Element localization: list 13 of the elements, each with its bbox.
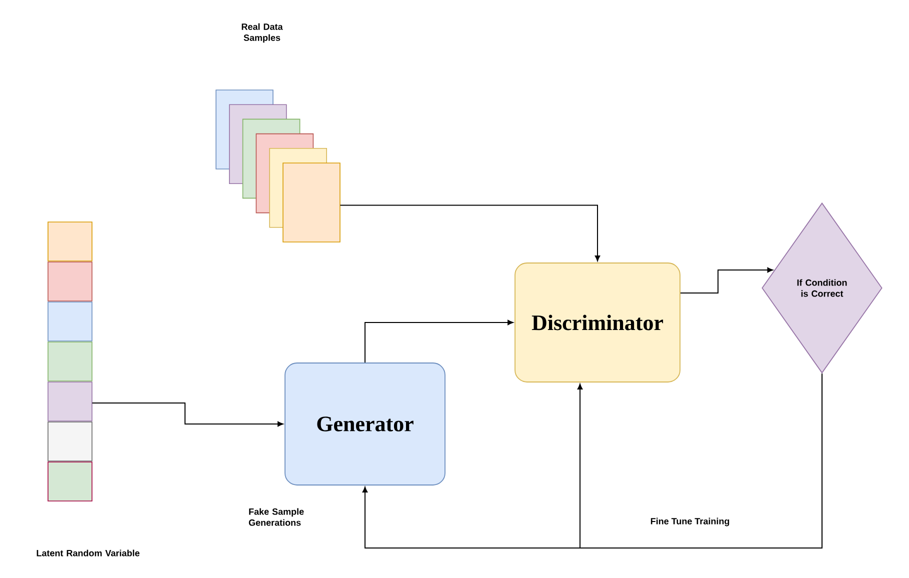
- arrow: [362, 372, 823, 548]
- side-note: Fake Sample Generations: [248, 508, 304, 526]
- arrow: [680, 267, 773, 294]
- edge-label: Fine Tune Training: [649, 516, 731, 528]
- arrow: [340, 204, 600, 262]
- process-box: Generator: [284, 362, 446, 486]
- process-box: Discriminator: [514, 262, 680, 382]
- arrow: [92, 402, 284, 427]
- node-label: Real Data Samples: [242, 23, 283, 43]
- node-label: Latent Random Variable: [36, 550, 140, 556]
- sample-stack: Real Data Samples: [216, 23, 340, 242]
- arrow: [364, 320, 514, 364]
- vector-stack: Latent Random Variable: [36, 222, 140, 556]
